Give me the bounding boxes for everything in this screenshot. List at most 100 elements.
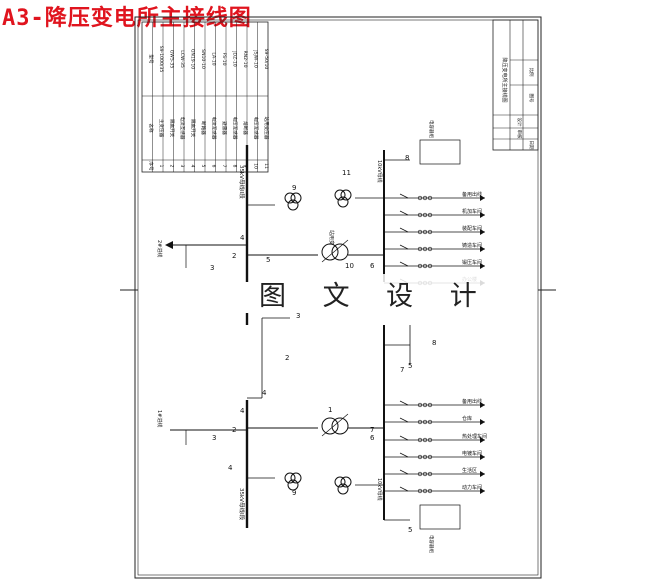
station-transformer-lower	[334, 476, 384, 495]
cap-label-bottom: 电容器组	[428, 535, 435, 553]
table-cell: 断路器	[200, 121, 207, 135]
equipment-table: 序号名称型号1主变压器S9-1000/352隔离开关GW5-353电流互感器LC…	[141, 21, 270, 173]
table-cell: 5	[200, 165, 206, 168]
title-cell-date: 日期	[528, 141, 534, 150]
equipment-number: 8	[432, 339, 436, 347]
table-cell: 隔离开关	[168, 119, 175, 138]
equipment-number: 7	[400, 366, 404, 374]
pt-10kv-lower	[384, 325, 411, 365]
feeder-row: 铸造车间	[384, 242, 485, 252]
pt-branch-upper	[247, 192, 302, 211]
sheet-border	[134, 16, 542, 579]
equipment-number: 9	[292, 184, 296, 192]
title-cell-review: 审核	[516, 130, 523, 139]
table-cell: 11	[263, 163, 269, 169]
feeder-row: 备用出线	[384, 191, 485, 201]
equipment-number: 4	[228, 464, 233, 472]
line-in-label-2: 2#进线	[156, 240, 163, 257]
watermark: 图 文 设 计	[255, 274, 495, 313]
feeder-label: 生活区	[462, 467, 477, 474]
feeder-label: 热处理车间	[462, 433, 487, 440]
table-cell: LCW-35	[179, 50, 185, 68]
equipment-number: 5	[408, 362, 412, 370]
title-block: 降压变电所主接线图 设计 审核 比例 图号 日期	[492, 19, 539, 151]
table-header: 名称	[147, 123, 154, 133]
feeder-row: 仓库	[384, 415, 485, 425]
feeder-label: 动力车间	[462, 484, 482, 491]
feeder-label: 仓库	[462, 415, 472, 422]
drawing-name: 降压变电所主接线图	[501, 57, 508, 102]
feeder-label: 备用出线	[462, 191, 482, 198]
equipment-number: 3	[212, 434, 216, 442]
page-title: A3-降压变电所主接线图	[2, 6, 252, 31]
feeder-row: 装配车间	[384, 225, 485, 235]
bus-label-35kv-1: 35kV母线I段	[238, 488, 246, 521]
bus-label-10kv-2: 10kV母线	[376, 160, 383, 183]
equipment-number: 7	[370, 426, 374, 434]
feeder-row: 生活区	[384, 467, 485, 477]
table-cell: S9-50/10	[263, 49, 269, 70]
feeder-row: 机加车间	[384, 208, 485, 218]
table-cell: 主变压器	[158, 119, 165, 138]
incoming-line-1: 1#进线	[156, 410, 247, 445]
table-cell: LA-10	[210, 52, 216, 65]
equipment-number: 4	[262, 389, 267, 397]
table-cell: 电流互感器	[210, 117, 217, 140]
main-transformer-2	[247, 239, 384, 263]
table-cell: 熔断器	[242, 121, 249, 135]
bus-label-10kv-1: 10kV母线	[376, 478, 383, 501]
equipment-number: 10	[345, 262, 354, 270]
table-cell: 10	[252, 163, 258, 169]
table-cell: 4	[189, 165, 195, 168]
feeder-label: 电镀车间	[462, 450, 482, 457]
feeder-label: 铸造车间	[462, 242, 482, 249]
title-cell-design: 设计	[516, 118, 523, 127]
table-cell: JSJW-10	[252, 49, 258, 68]
capacitor-bank-top: 电容器组	[384, 120, 461, 165]
feeder-label: 机加车间	[462, 208, 482, 215]
table-cell: S9-1000/35	[158, 46, 164, 73]
title-cell-scale: 比例	[528, 68, 535, 77]
equipment-number: 2	[232, 426, 236, 434]
title-cell-number: 图号	[528, 94, 534, 103]
equipment-number: 6	[370, 434, 375, 442]
equipment-number: 11	[342, 169, 351, 177]
feeder-row: 热处理车间	[384, 433, 487, 443]
feeder-row: 电镀车间	[384, 450, 485, 460]
table-header: 型号	[147, 54, 154, 64]
feeder-label: 装配车间	[462, 225, 482, 232]
feeder-row: 动力车间	[384, 484, 485, 494]
cap-label-top: 电容器组	[428, 120, 435, 138]
equipment-number: 9	[292, 489, 296, 497]
feeder-label: 锻压车间	[462, 259, 482, 266]
capacitor-bank-bottom: 电容器组	[384, 504, 461, 553]
feeder-row: 备用出线	[384, 398, 485, 408]
equipment-number: 5	[408, 526, 412, 534]
equipment-number: 1	[328, 406, 332, 414]
sheet-inner-border	[137, 19, 539, 576]
table-cell: GW5-35	[168, 50, 174, 69]
equipment-number: 3	[296, 312, 300, 320]
equipment-number: 2	[232, 252, 236, 260]
pt-branch-lower	[247, 472, 302, 491]
table-cell: JDZ-10	[231, 50, 237, 67]
equipment-number: 6	[370, 262, 375, 270]
equipment-number: 5	[266, 256, 270, 264]
table-cell: 电压互感器	[252, 117, 259, 140]
table-cell: 1	[158, 165, 164, 168]
table-cell: GN19-10	[189, 49, 195, 69]
incoming-line-2: 2#进线	[156, 240, 247, 268]
table-cell: 2	[168, 165, 174, 168]
line-in-label-1: 1#进线	[156, 410, 163, 427]
equipment-number: 2	[285, 354, 289, 362]
equipment-number: 3	[210, 264, 214, 272]
table-cell: 电压互感器	[231, 117, 238, 140]
equipment-number: 4	[240, 234, 245, 242]
main-transformer-1	[247, 413, 384, 437]
bus-tie	[247, 317, 290, 399]
station-tr-label: 站用变	[328, 230, 335, 245]
table-cell: RN2-10	[242, 50, 248, 67]
table-cell: 8	[231, 165, 237, 168]
feeder-label: 备用出线	[462, 398, 482, 405]
